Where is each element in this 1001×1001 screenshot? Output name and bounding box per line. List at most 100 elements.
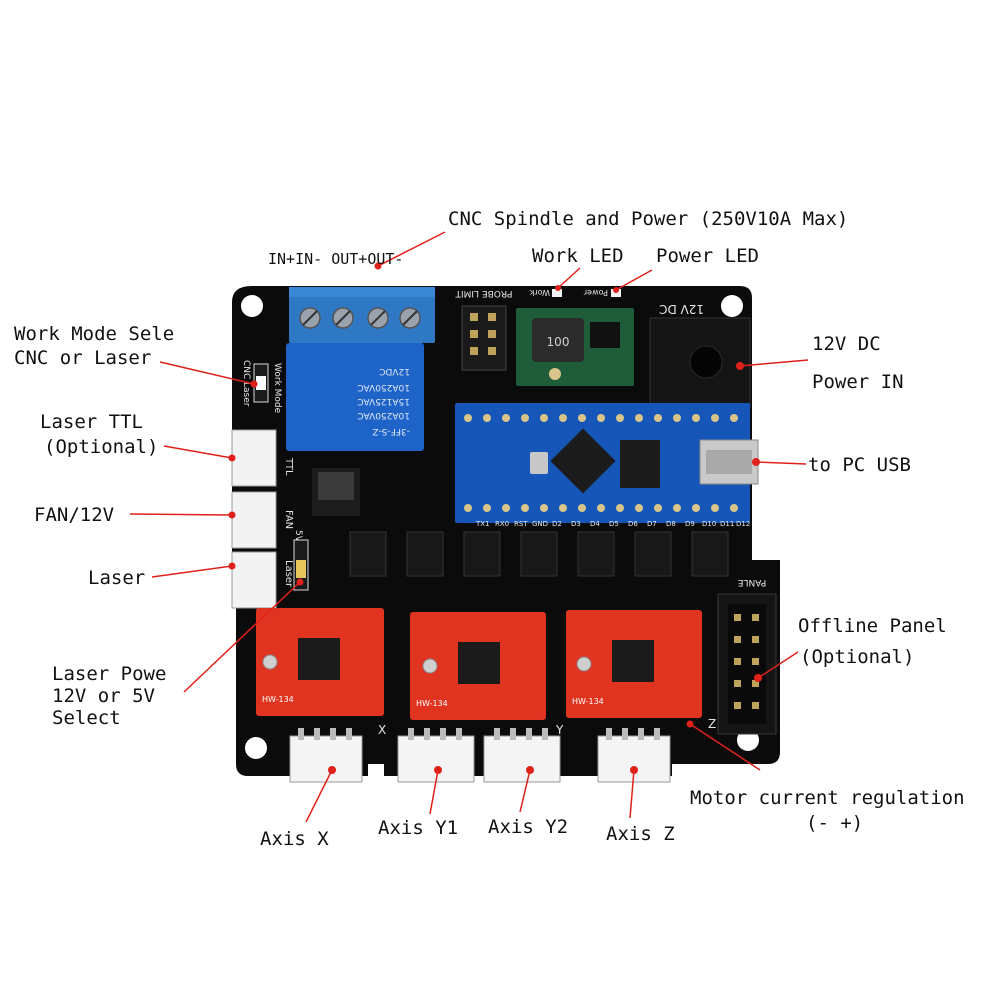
arduino-pin-label-gnd: GND xyxy=(532,520,548,528)
arduino-pin-label-d4: D4 xyxy=(590,520,600,528)
relay-marking-2: 10A250VAC xyxy=(357,410,410,420)
callout-dots xyxy=(228,262,762,774)
arduino-pin-label-d6: D6 xyxy=(628,520,638,528)
atmega-chip xyxy=(550,428,616,494)
silk-panle: PANLE xyxy=(737,577,766,587)
offline-panel-header: PANLE xyxy=(717,577,777,735)
arduino-pin-label-d2: D2 xyxy=(552,520,562,528)
label-axis-y1: Axis Y1 xyxy=(378,817,459,839)
arduino-pins-top xyxy=(464,414,738,422)
label-axis-y2: Axis Y2 xyxy=(488,816,569,838)
dc-power-jack: 12V DC xyxy=(649,302,751,409)
silk-5v: 5V xyxy=(293,530,303,543)
spindle-terminal-block xyxy=(289,287,435,343)
voltage-regulator xyxy=(312,468,360,516)
left-connectors: TTL FAN Laser 5V xyxy=(231,429,303,609)
fan-connector xyxy=(231,491,277,549)
ttl-connector xyxy=(231,429,277,487)
silk-axis-z: Z xyxy=(708,717,716,731)
callout-dc-in xyxy=(739,359,809,367)
label-work-led: Work LED xyxy=(532,245,624,267)
callout-axis-x xyxy=(305,769,333,823)
work-mode-jumper: CNC Laser Work Mode xyxy=(241,360,282,414)
silk-power: Power xyxy=(583,288,608,297)
arduino-pin-label-d10: D10 xyxy=(702,520,716,528)
label-motor-line1: Motor current regulation xyxy=(690,787,965,809)
callout-power-led xyxy=(615,269,653,291)
label-dc-in-line1: 12V DC xyxy=(812,333,881,355)
arduino-pin-label-tx1: TX1 xyxy=(475,520,490,528)
laser-power-jumper xyxy=(293,539,309,591)
stepper-driver-x: HW-134 xyxy=(256,608,384,716)
silk-laser-mode: Laser xyxy=(241,382,251,407)
callout-axis-y1 xyxy=(429,769,439,815)
callout-lines xyxy=(129,231,809,823)
arduino-pin-label-d7: D7 xyxy=(647,520,657,528)
buck-inductor-marking: 100 xyxy=(547,335,570,349)
arduino-nano: TX1 RX0 RST GND D2 D3 D4 D5 D6 D7 D8 D9 … xyxy=(455,403,759,528)
relay-marking-1: -3FF-S-Z xyxy=(372,426,410,436)
label-axis-z: Axis Z xyxy=(606,823,675,845)
label-dc-in-line2: Power IN xyxy=(812,371,904,393)
arduino-pin-label-d3: D3 xyxy=(571,520,581,528)
callout-axis-y2 xyxy=(519,769,531,813)
label-offline-line1: Offline Panel xyxy=(798,615,947,637)
label-motor-line2: (- +) xyxy=(806,812,864,834)
arduino-pin-label-d9: D9 xyxy=(685,520,695,528)
label-laser-power-line2: 12V or 5V xyxy=(52,685,155,707)
label-spindle-power: CNC Spindle and Power (250V10A Max) xyxy=(448,208,849,230)
callout-offline xyxy=(757,651,799,679)
callout-laser-ttl xyxy=(163,445,233,459)
stepper-driver-y1: HW-134 xyxy=(410,612,546,720)
relay-marking-5: 12VDC xyxy=(379,366,410,376)
callout-spindle xyxy=(377,231,446,267)
driver-y1-model: HW-134 xyxy=(416,699,448,708)
probe-limit-header: PROBE LIMIT xyxy=(455,288,513,371)
silk-fan: FAN xyxy=(283,510,294,529)
callout-axis-z xyxy=(629,769,635,819)
silk-axis-x: X xyxy=(378,723,386,737)
label-laser: Laser xyxy=(88,567,146,589)
driver-z-model: HW-134 xyxy=(572,697,604,706)
stepper-driver-z: HW-134 xyxy=(566,610,702,718)
label-laser-power-line3: Select xyxy=(52,707,121,729)
callout-usb xyxy=(755,461,807,465)
motor-connector-y1 xyxy=(397,735,475,783)
callout-motor xyxy=(689,723,761,771)
arduino-pins-bottom xyxy=(464,504,738,512)
mount-hole-tl xyxy=(241,295,263,317)
label-axis-x: Axis X xyxy=(260,828,329,850)
silk-axis-y: Y xyxy=(555,723,564,737)
label-usb: to PC USB xyxy=(808,454,911,476)
motor-connector-x xyxy=(289,735,363,783)
reset-button xyxy=(530,452,548,474)
silk-12v-dc: 12V DC xyxy=(659,302,704,316)
label-laser-ttl-line1: Laser TTL xyxy=(40,411,143,433)
label-work-mode-line1: Work Mode Sele xyxy=(14,323,175,345)
silk-laser: Laser xyxy=(283,560,294,588)
relay-marking-3: 15A125VAC xyxy=(357,396,410,406)
label-offline-line2: (Optional) xyxy=(800,646,915,668)
callout-work-led xyxy=(557,267,581,289)
silk-work-mode: Work Mode xyxy=(272,363,282,414)
callout-laser xyxy=(151,565,233,578)
optocoupler-row xyxy=(349,531,729,577)
arduino-pin-label-d12: D12 xyxy=(736,520,750,528)
label-power-led: Power LED xyxy=(656,245,759,267)
laser-connector xyxy=(231,551,277,609)
arduino-pin-label-d11: D11 xyxy=(720,520,734,528)
silk-work: Work xyxy=(529,288,550,297)
arduino-pin-label-d8: D8 xyxy=(666,520,676,528)
label-terminal-pins: IN+IN- OUT+OUT- xyxy=(268,250,404,268)
arduino-pin-label-rx0: RX0 xyxy=(495,520,509,528)
work-led xyxy=(552,289,562,297)
label-work-mode-line2: CNC or Laser xyxy=(14,347,152,369)
silk-probe-limit: PROBE LIMIT xyxy=(455,288,513,298)
mount-hole-bl xyxy=(245,737,267,759)
label-laser-power-line1: Laser Powe xyxy=(52,663,167,685)
driver-x-model: HW-134 xyxy=(262,695,294,704)
motor-connector-y2 xyxy=(483,735,561,783)
relay: -3FF-S-Z 10A250VAC 15A125VAC 10A250VAC 1… xyxy=(286,343,424,451)
callout-fan xyxy=(129,513,233,516)
